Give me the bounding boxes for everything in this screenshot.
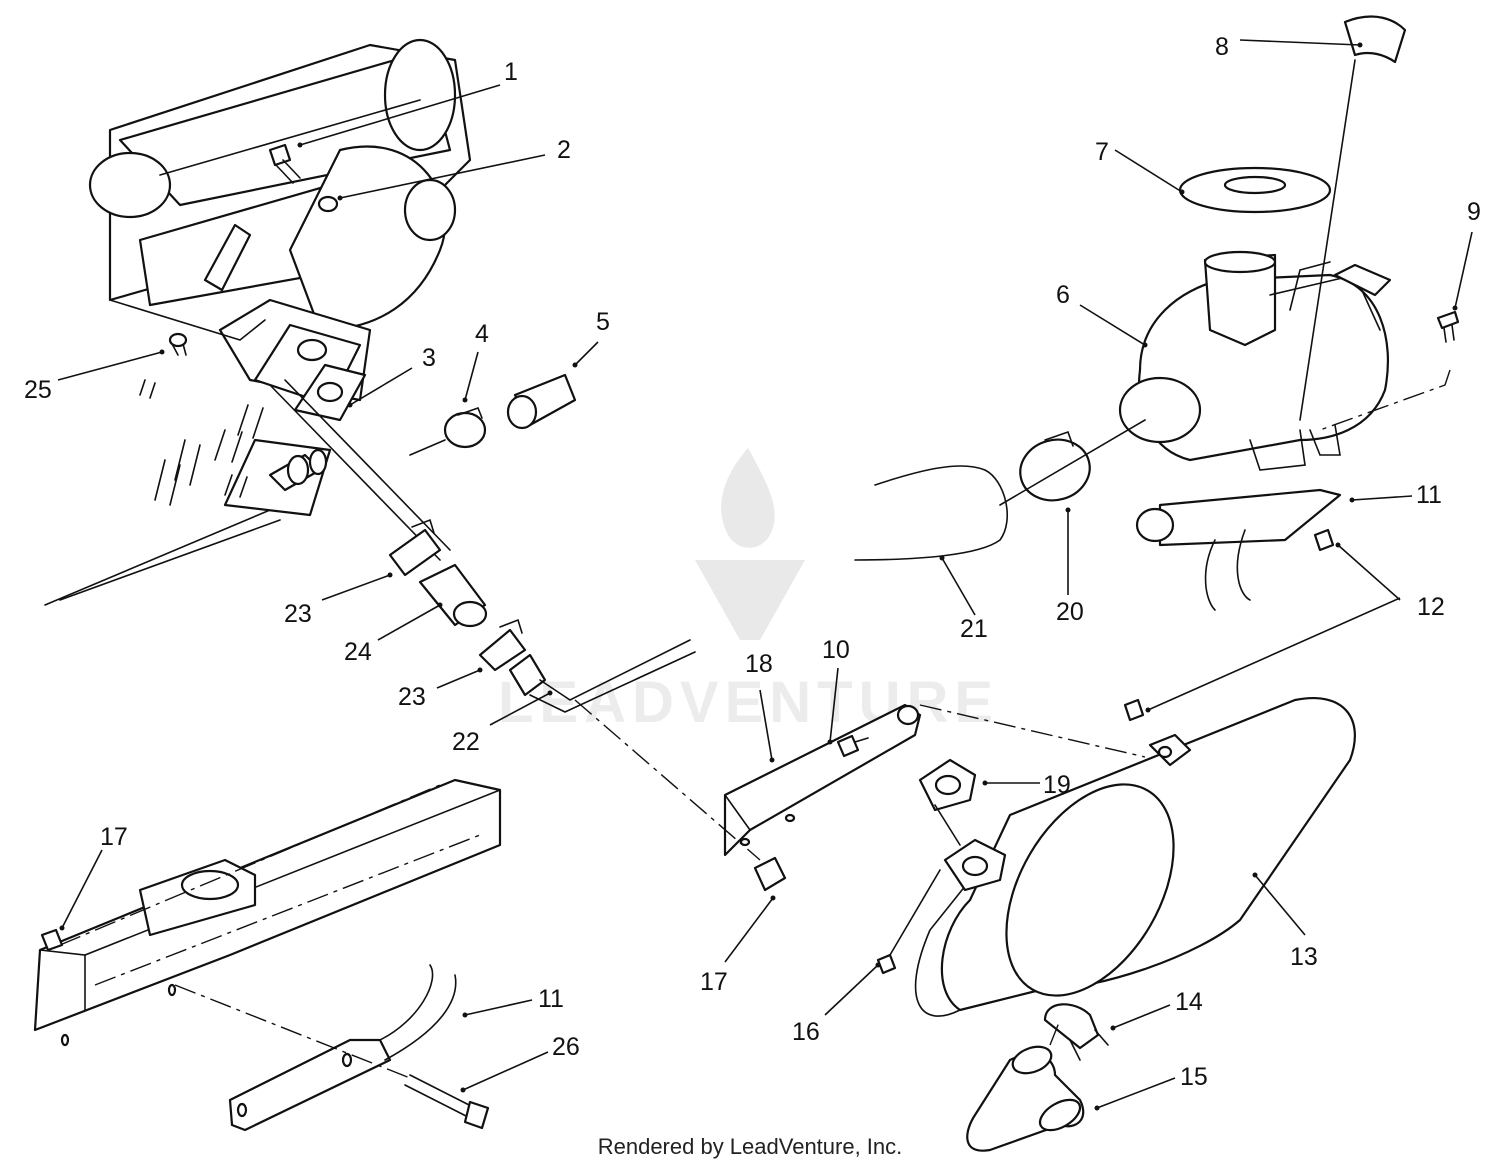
frame-rail xyxy=(33,778,502,1047)
leader-lines xyxy=(57,39,1473,1111)
callout-15: 15 xyxy=(1180,1063,1208,1091)
callout-11-lower: 11 xyxy=(538,985,564,1013)
callout-3: 3 xyxy=(422,344,436,372)
muffler-gasket-19 xyxy=(889,758,1007,956)
watermark: LEADVENTURE xyxy=(498,448,999,735)
bracket-11-upper xyxy=(1135,488,1342,611)
breather-clamp-23-lower xyxy=(478,618,527,672)
callout-17-center: 17 xyxy=(700,968,728,996)
nut-17-center xyxy=(753,856,787,892)
tailpipe-15 xyxy=(966,1045,1085,1152)
breather-tube-path xyxy=(269,384,441,561)
callout-16: 16 xyxy=(792,1018,820,1046)
callout-22: 22 xyxy=(452,728,480,756)
callout-13: 13 xyxy=(1290,943,1318,971)
callout-24: 24 xyxy=(344,638,372,666)
callout-4: 4 xyxy=(475,320,489,348)
callout-23-upper: 23 xyxy=(284,600,312,628)
callout-14: 14 xyxy=(1175,988,1203,1016)
callout-11-upper: 11 xyxy=(1416,481,1442,509)
callout-8: 8 xyxy=(1215,33,1229,61)
breather-tube-22 xyxy=(508,639,696,713)
callout-2: 2 xyxy=(557,136,571,164)
air-cleaner-6 xyxy=(1118,250,1392,471)
callout-9: 9 xyxy=(1467,198,1481,226)
callout-10: 10 xyxy=(822,636,850,664)
bolt-26 xyxy=(174,984,490,1130)
flame-icon xyxy=(721,448,775,548)
hose-5 xyxy=(506,373,577,430)
hose-clamp-20 xyxy=(1019,430,1091,502)
callout-21: 21 xyxy=(960,615,988,643)
callout-19: 19 xyxy=(1043,771,1071,799)
callout-18: 18 xyxy=(745,650,773,678)
breather-clamp-23-upper xyxy=(388,518,442,577)
nut-12-muffler xyxy=(1123,698,1145,722)
nut-17-left xyxy=(40,928,64,952)
intake-hose-21 xyxy=(854,419,1146,561)
callout-23-lower: 23 xyxy=(398,683,426,711)
breather-hose-24 xyxy=(418,563,488,628)
callout-26: 26 xyxy=(552,1033,580,1061)
callout-7: 7 xyxy=(1095,138,1109,166)
callout-17-left: 17 xyxy=(100,823,128,851)
callout-1: 1 xyxy=(504,58,518,86)
callout-20: 20 xyxy=(1056,598,1084,626)
bracket-11-lower xyxy=(228,964,457,1132)
footer-credit: Rendered by LeadVenture, Inc. xyxy=(597,1134,903,1159)
callout-6: 6 xyxy=(1056,281,1070,309)
v-logo-icon xyxy=(695,560,805,640)
air-cleaner-cover-7 xyxy=(1178,166,1332,214)
muffler-clamp-14 xyxy=(1043,1003,1109,1061)
nut-16 xyxy=(876,953,897,975)
callout-labels: 1 2 3 4 5 6 7 8 9 10 11 11 12 13 14 15 1… xyxy=(24,33,1481,1091)
callout-25: 25 xyxy=(24,376,52,404)
callout-12: 12 xyxy=(1417,593,1445,621)
exhaust-gasket xyxy=(253,323,367,422)
engine-assembly xyxy=(44,38,472,606)
callout-5: 5 xyxy=(596,308,610,336)
bracket-18 xyxy=(723,703,922,857)
hose-clamp-4 xyxy=(409,406,487,456)
bolt-10 xyxy=(836,734,869,758)
engine-studs xyxy=(139,379,264,506)
watermark-text: LEADVENTURE xyxy=(498,670,999,735)
decal-8 xyxy=(1299,15,1407,421)
bolt-9 xyxy=(1319,310,1460,431)
muffler-13 xyxy=(914,697,1356,1017)
